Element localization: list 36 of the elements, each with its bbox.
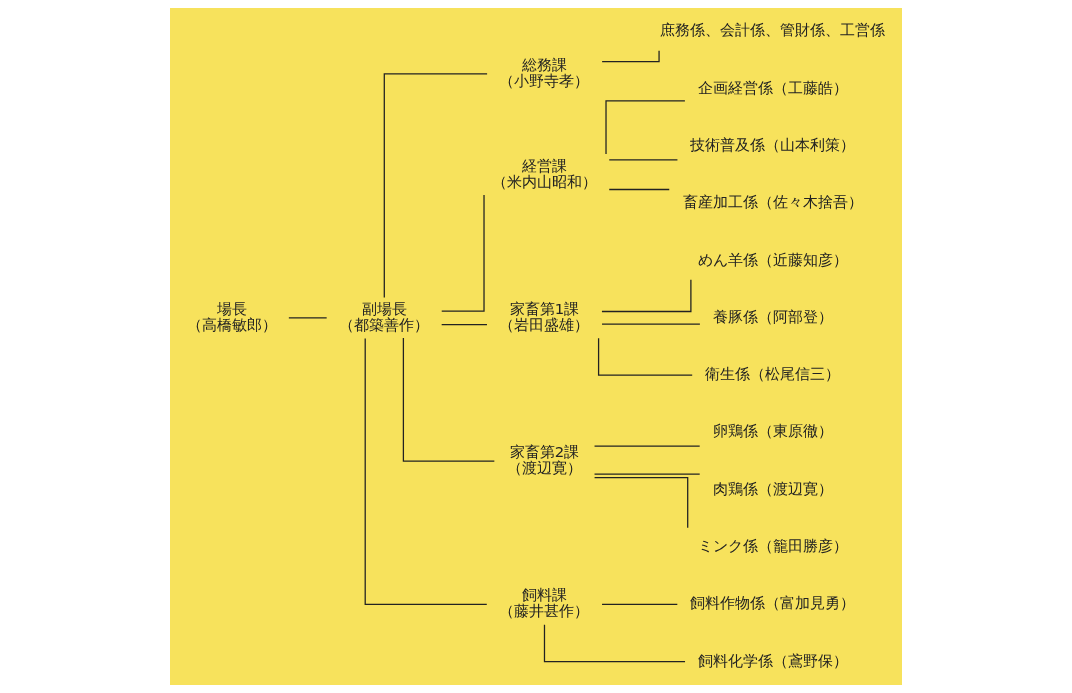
node-text: 場長 （高橋敏郎） xyxy=(186,299,277,334)
node-text: 総務課 （小野寺孝） xyxy=(499,55,590,90)
node-text: 飼料課 （藤井甚作） xyxy=(499,586,590,621)
node-text: 飼料作物係（富加見勇） xyxy=(690,594,856,613)
connector xyxy=(543,624,686,663)
node-text: 卵鶏係（東原徹） xyxy=(712,422,833,441)
connector xyxy=(441,194,485,312)
connector xyxy=(608,159,679,161)
connector xyxy=(601,279,692,313)
node-text: ミンク係（籠田勝彦） xyxy=(697,536,848,555)
node-text: 企画経営係（工藤皓） xyxy=(697,78,848,97)
connector xyxy=(593,473,701,475)
node-text: 飼料化学係（鳶野保） xyxy=(697,651,848,670)
node-text: 家畜第1課 （岩田盛雄） xyxy=(499,299,590,334)
node-text: 衛生係（松尾信三） xyxy=(705,365,841,384)
node-text: 家畜第2課 （渡辺寛） xyxy=(506,443,582,477)
node-text: めん羊係（近藤知彦） xyxy=(697,250,848,269)
connector xyxy=(608,188,670,191)
connector xyxy=(288,317,328,319)
connector xyxy=(441,323,488,326)
node-text: 経営課 （米内山昭和） xyxy=(491,156,597,191)
node-text: 技術普及係（山本利策） xyxy=(690,135,856,154)
connector xyxy=(593,477,689,529)
node-text: 副場長 （都築善作） xyxy=(339,299,430,334)
connector xyxy=(383,73,488,299)
connector xyxy=(601,603,678,605)
node-text: 畜産加工係（佐々木捨吾） xyxy=(682,193,863,212)
node-text: 養豚係（阿部登） xyxy=(712,307,833,326)
connector xyxy=(597,337,693,376)
node-text: 庶務係、会計係、管財係、工営係 xyxy=(660,21,886,40)
connector xyxy=(364,337,488,605)
connector xyxy=(593,445,701,447)
connector xyxy=(402,337,495,462)
connector xyxy=(601,323,701,325)
node-text: 肉鶏係（渡辺寛） xyxy=(712,479,833,498)
connector xyxy=(605,100,686,155)
